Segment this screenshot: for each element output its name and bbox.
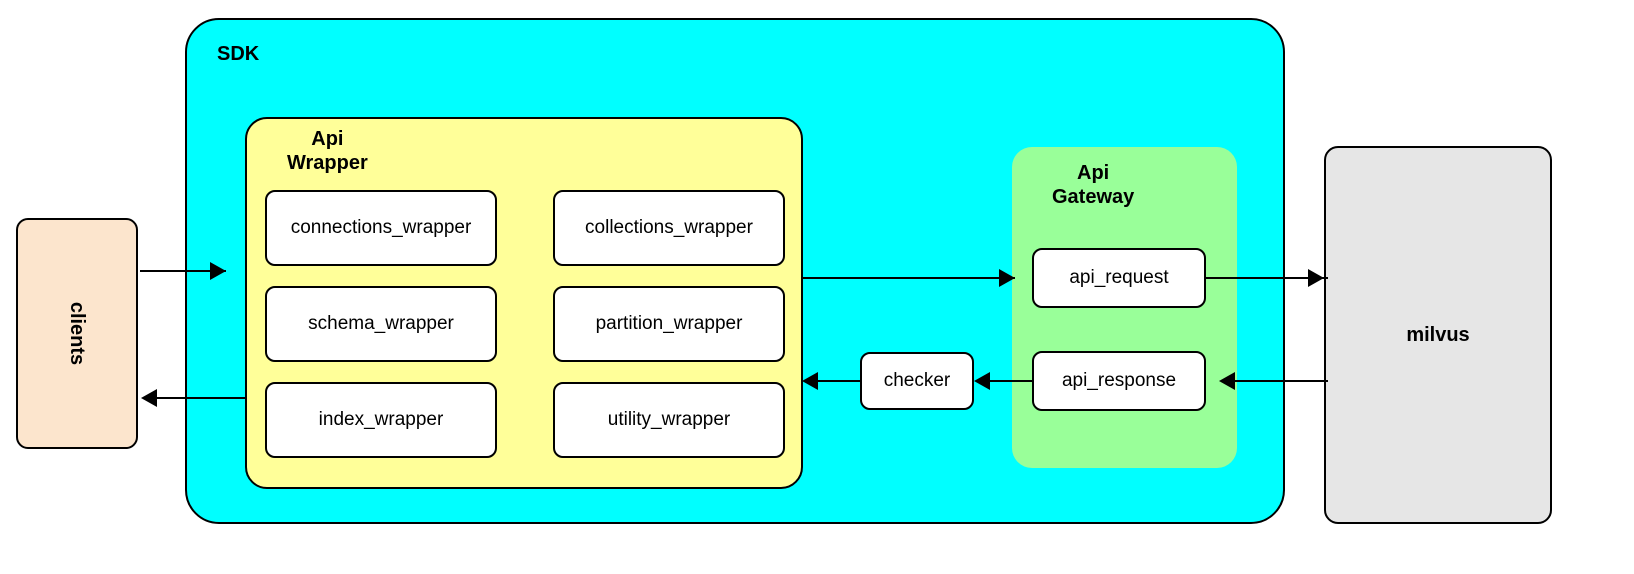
node-api-request[interactable]: api_request [1032,248,1206,308]
node-label: schema_wrapper [308,313,454,334]
connector-checker-to-wrapper-line [806,380,862,382]
connector-wrapper-to-gateway-line [803,277,1015,279]
node-checker[interactable]: checker [860,352,974,410]
arrow-left-icon-response-to-checker [974,372,990,390]
node-label: utility_wrapper [607,409,731,430]
api-gateway-label: Api Gateway [1052,162,1135,208]
node-label: milvus [1406,323,1470,346]
connector-clients-to-sdk-line [140,270,226,272]
connector-request-to-milvus-line [1206,277,1328,279]
arrow-left-icon-milvus-to-response [1219,372,1235,390]
node-label: connections_wrapper [290,217,472,238]
node-clients[interactable]: clients [16,218,138,449]
node-label: collections_wrapper [585,217,753,238]
sdk-label: SDK [217,43,260,65]
node-label: partition_wrapper [595,313,743,334]
node-utility-wrapper[interactable]: utility_wrapper [553,382,785,458]
node-collections-wrapper[interactable]: collections_wrapper [553,190,785,266]
node-index-wrapper[interactable]: index_wrapper [265,382,497,458]
arrow-right-icon-clients-to-sdk [210,262,226,280]
connector-response-to-checker-line [978,380,1034,382]
node-label: api_request [1069,267,1169,288]
connector-milvus-to-response-line [1224,380,1328,382]
node-milvus[interactable]: milvus [1324,146,1552,524]
node-partition-wrapper[interactable]: partition_wrapper [553,286,785,362]
node-connections-wrapper[interactable]: connections_wrapper [265,190,497,266]
connector-sdk-to-clients-line [155,397,245,399]
api-wrapper-label: Api Wrapper [287,128,368,174]
arrow-left-icon-checker-to-wrapper [802,372,818,390]
node-label: api_response [1061,370,1177,391]
node-label: clients [66,301,89,366]
arrow-right-icon-request-to-milvus [1308,269,1324,287]
arrow-left-icon-sdk-to-clients [141,389,157,407]
node-api-response[interactable]: api_response [1032,351,1206,411]
node-label: checker [883,370,951,391]
arrow-right-icon-wrapper-to-gateway [999,269,1015,287]
node-label: index_wrapper [318,409,444,430]
node-schema-wrapper[interactable]: schema_wrapper [265,286,497,362]
